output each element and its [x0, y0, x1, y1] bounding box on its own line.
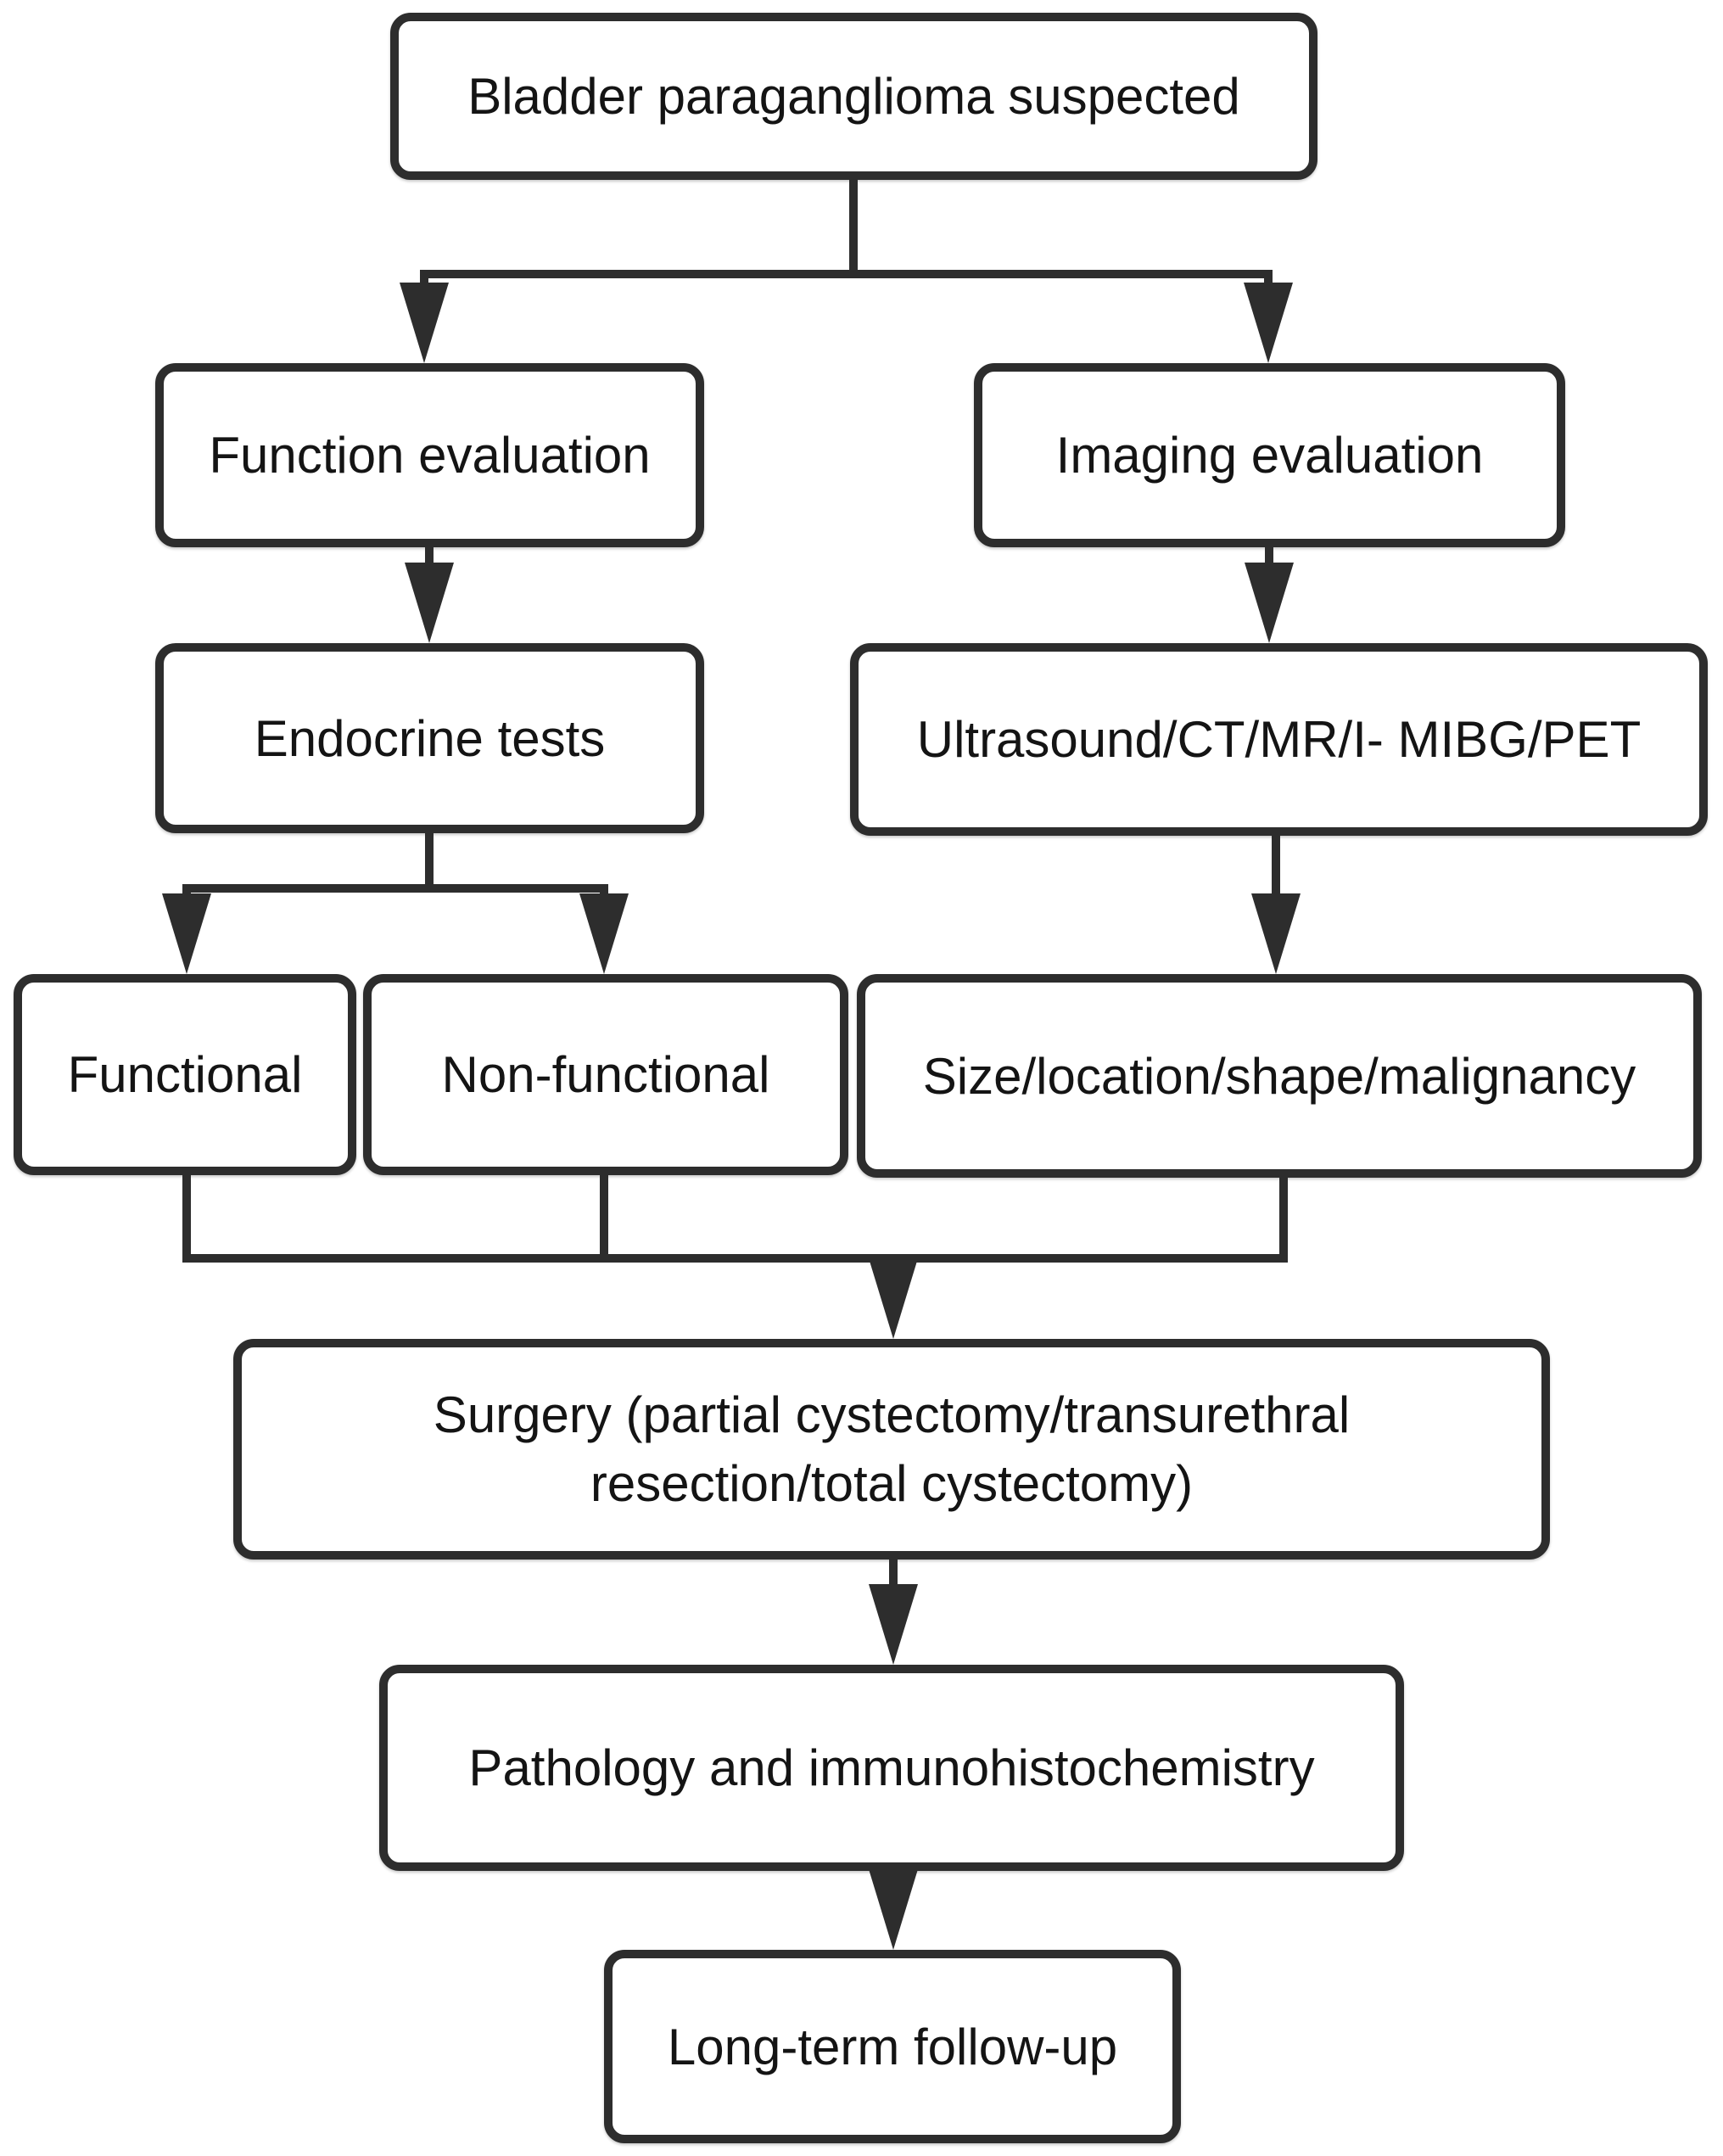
node-long-term-follow-up: Long-term follow-up — [604, 1950, 1181, 2143]
node-surgery: Surgery (partial cystectomy/transurethra… — [233, 1339, 1550, 1560]
node-non-functional: Non-functional — [363, 974, 848, 1175]
connector-non-functional-merge-drop — [600, 1175, 608, 1263]
arrow-down-icon — [869, 1258, 918, 1339]
node-label: Bladder paraganglioma suspected — [467, 68, 1240, 125]
connector-pathology-stem — [889, 1560, 898, 1602]
node-bladder-paraganglioma-suspected: Bladder paraganglioma suspected — [390, 13, 1317, 180]
connector-endocrine-split-bar — [182, 884, 608, 893]
arrow-down-icon — [869, 1584, 918, 1665]
arrow-down-icon — [162, 893, 211, 974]
node-label: Imaging evaluation — [1055, 427, 1484, 484]
node-tumor-characteristics: Size/location/shape/malignancy — [857, 974, 1702, 1178]
node-label: Ultrasound/CT/MR/I- MIBG/PET — [916, 711, 1642, 768]
node-label: Long-term follow-up — [667, 2018, 1118, 2075]
node-function-evaluation: Function evaluation — [155, 363, 704, 547]
node-label: Size/location/shape/malignancy — [922, 1047, 1636, 1105]
node-label: Surgery (partial cystectomy/transurethra… — [433, 1386, 1351, 1512]
arrow-down-icon — [405, 563, 454, 643]
arrow-down-icon — [1251, 893, 1301, 974]
connector-endocrine-split-stem — [425, 833, 434, 888]
node-imaging-evaluation: Imaging evaluation — [974, 363, 1565, 547]
node-functional: Functional — [14, 974, 356, 1175]
connector-functional-merge-drop — [182, 1175, 191, 1263]
arrow-down-icon — [400, 283, 449, 363]
arrow-down-icon — [869, 1869, 918, 1950]
arrow-down-icon — [579, 893, 629, 974]
connector-characteristics-merge-drop — [1279, 1178, 1288, 1263]
connector-modalities-characteristics-stem — [1272, 836, 1280, 904]
node-label: Endocrine tests — [254, 709, 606, 767]
node-label: Function evaluation — [209, 427, 651, 484]
node-endocrine-tests: Endocrine tests — [155, 643, 704, 833]
connector-start-stem — [849, 180, 858, 278]
connector-split-bar — [420, 270, 1273, 278]
node-label: Pathology and immunohistochemistry — [468, 1739, 1315, 1796]
node-imaging-modalities: Ultrasound/CT/MR/I- MIBG/PET — [850, 643, 1708, 836]
node-label: Non-functional — [441, 1046, 770, 1103]
arrow-down-icon — [1245, 563, 1294, 643]
node-label: Functional — [67, 1046, 303, 1103]
arrow-down-icon — [1244, 283, 1293, 363]
node-pathology: Pathology and immunohistochemistry — [379, 1665, 1404, 1871]
connector-merge-bar — [182, 1254, 1288, 1263]
